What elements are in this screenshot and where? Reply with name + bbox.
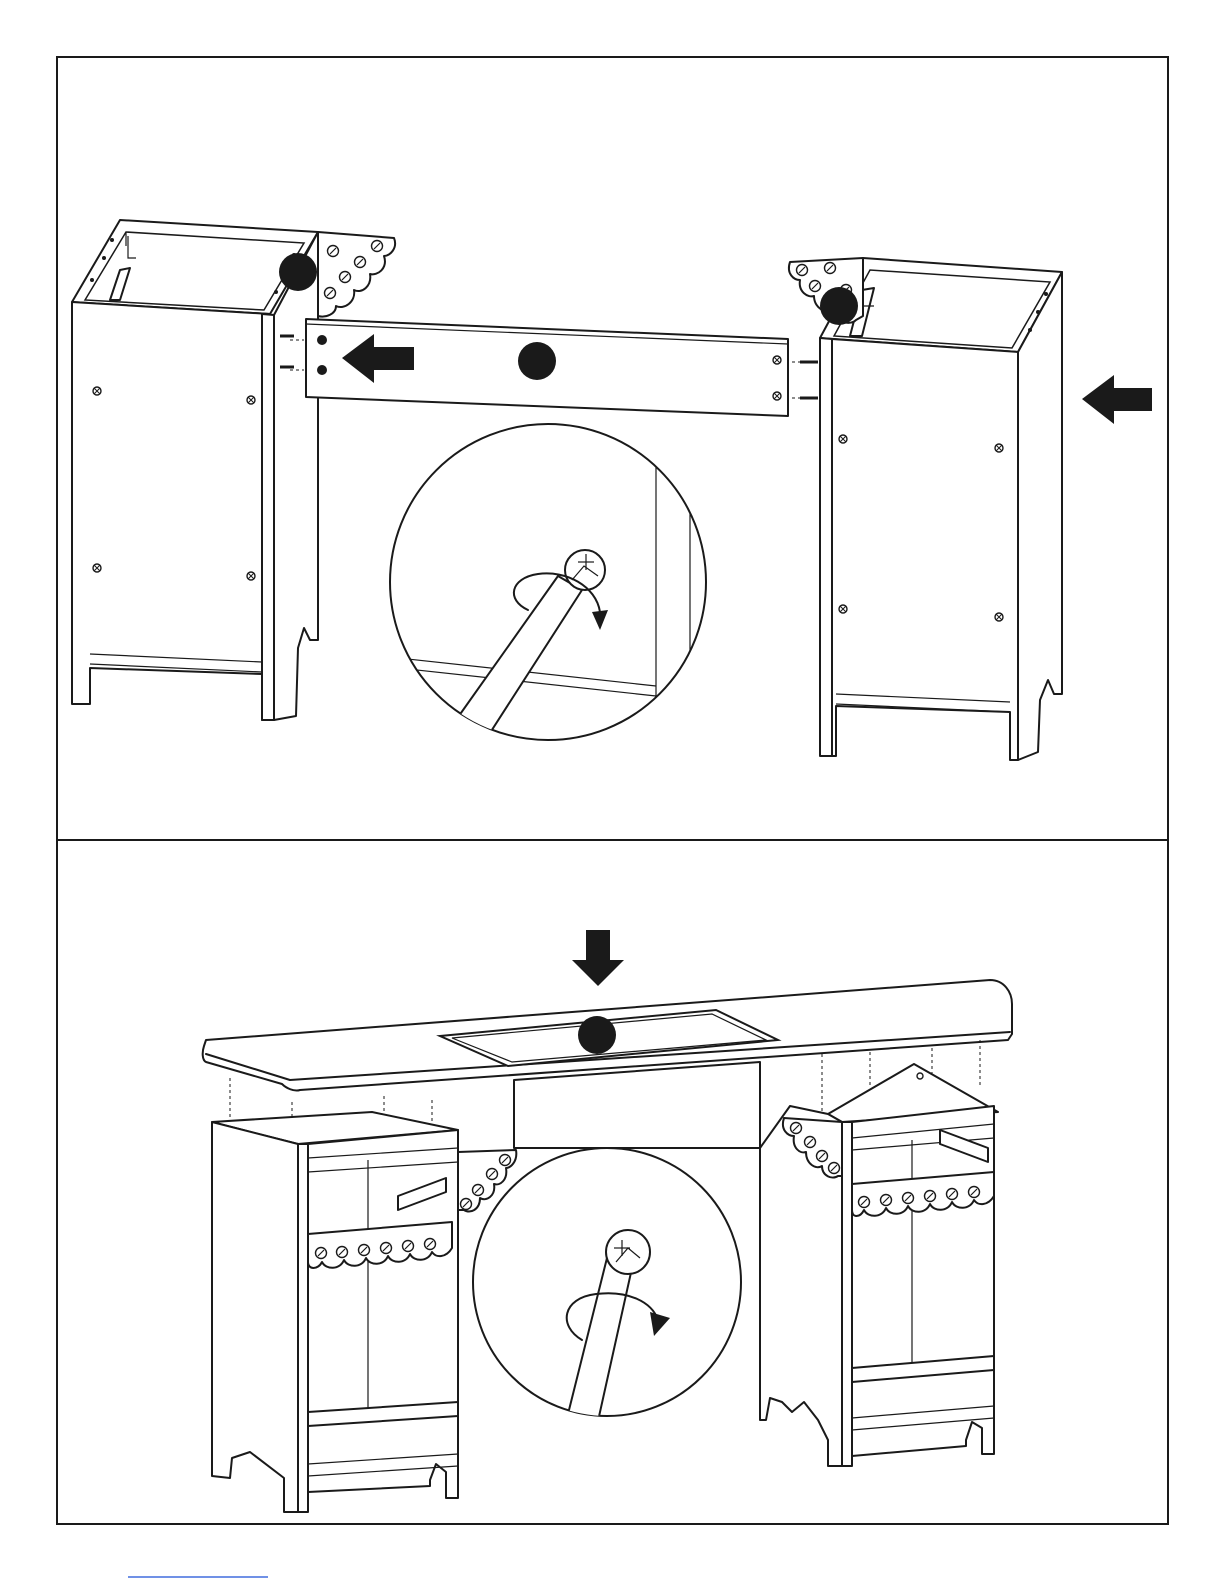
left-corner-bracket	[318, 232, 395, 317]
left-pedestal	[212, 1112, 516, 1512]
arrow-down-icon	[572, 930, 624, 986]
part-callout-icon	[578, 1016, 616, 1054]
left-cabinet	[72, 220, 318, 720]
part-callout-icon	[279, 253, 317, 291]
step-2-panel	[203, 930, 1012, 1512]
cam-lock-detail	[473, 1148, 741, 1430]
part-callout-icon	[518, 342, 556, 380]
arrow-left-icon	[1082, 375, 1152, 424]
cam-lock-detail	[380, 420, 706, 740]
right-pedestal	[760, 1064, 998, 1466]
step-1-panel	[72, 220, 1152, 760]
cam-lock-icon	[606, 1230, 650, 1274]
part-callout-icon	[820, 287, 858, 325]
right-cabinet	[800, 258, 1062, 760]
cam-lock-icon	[565, 550, 605, 590]
